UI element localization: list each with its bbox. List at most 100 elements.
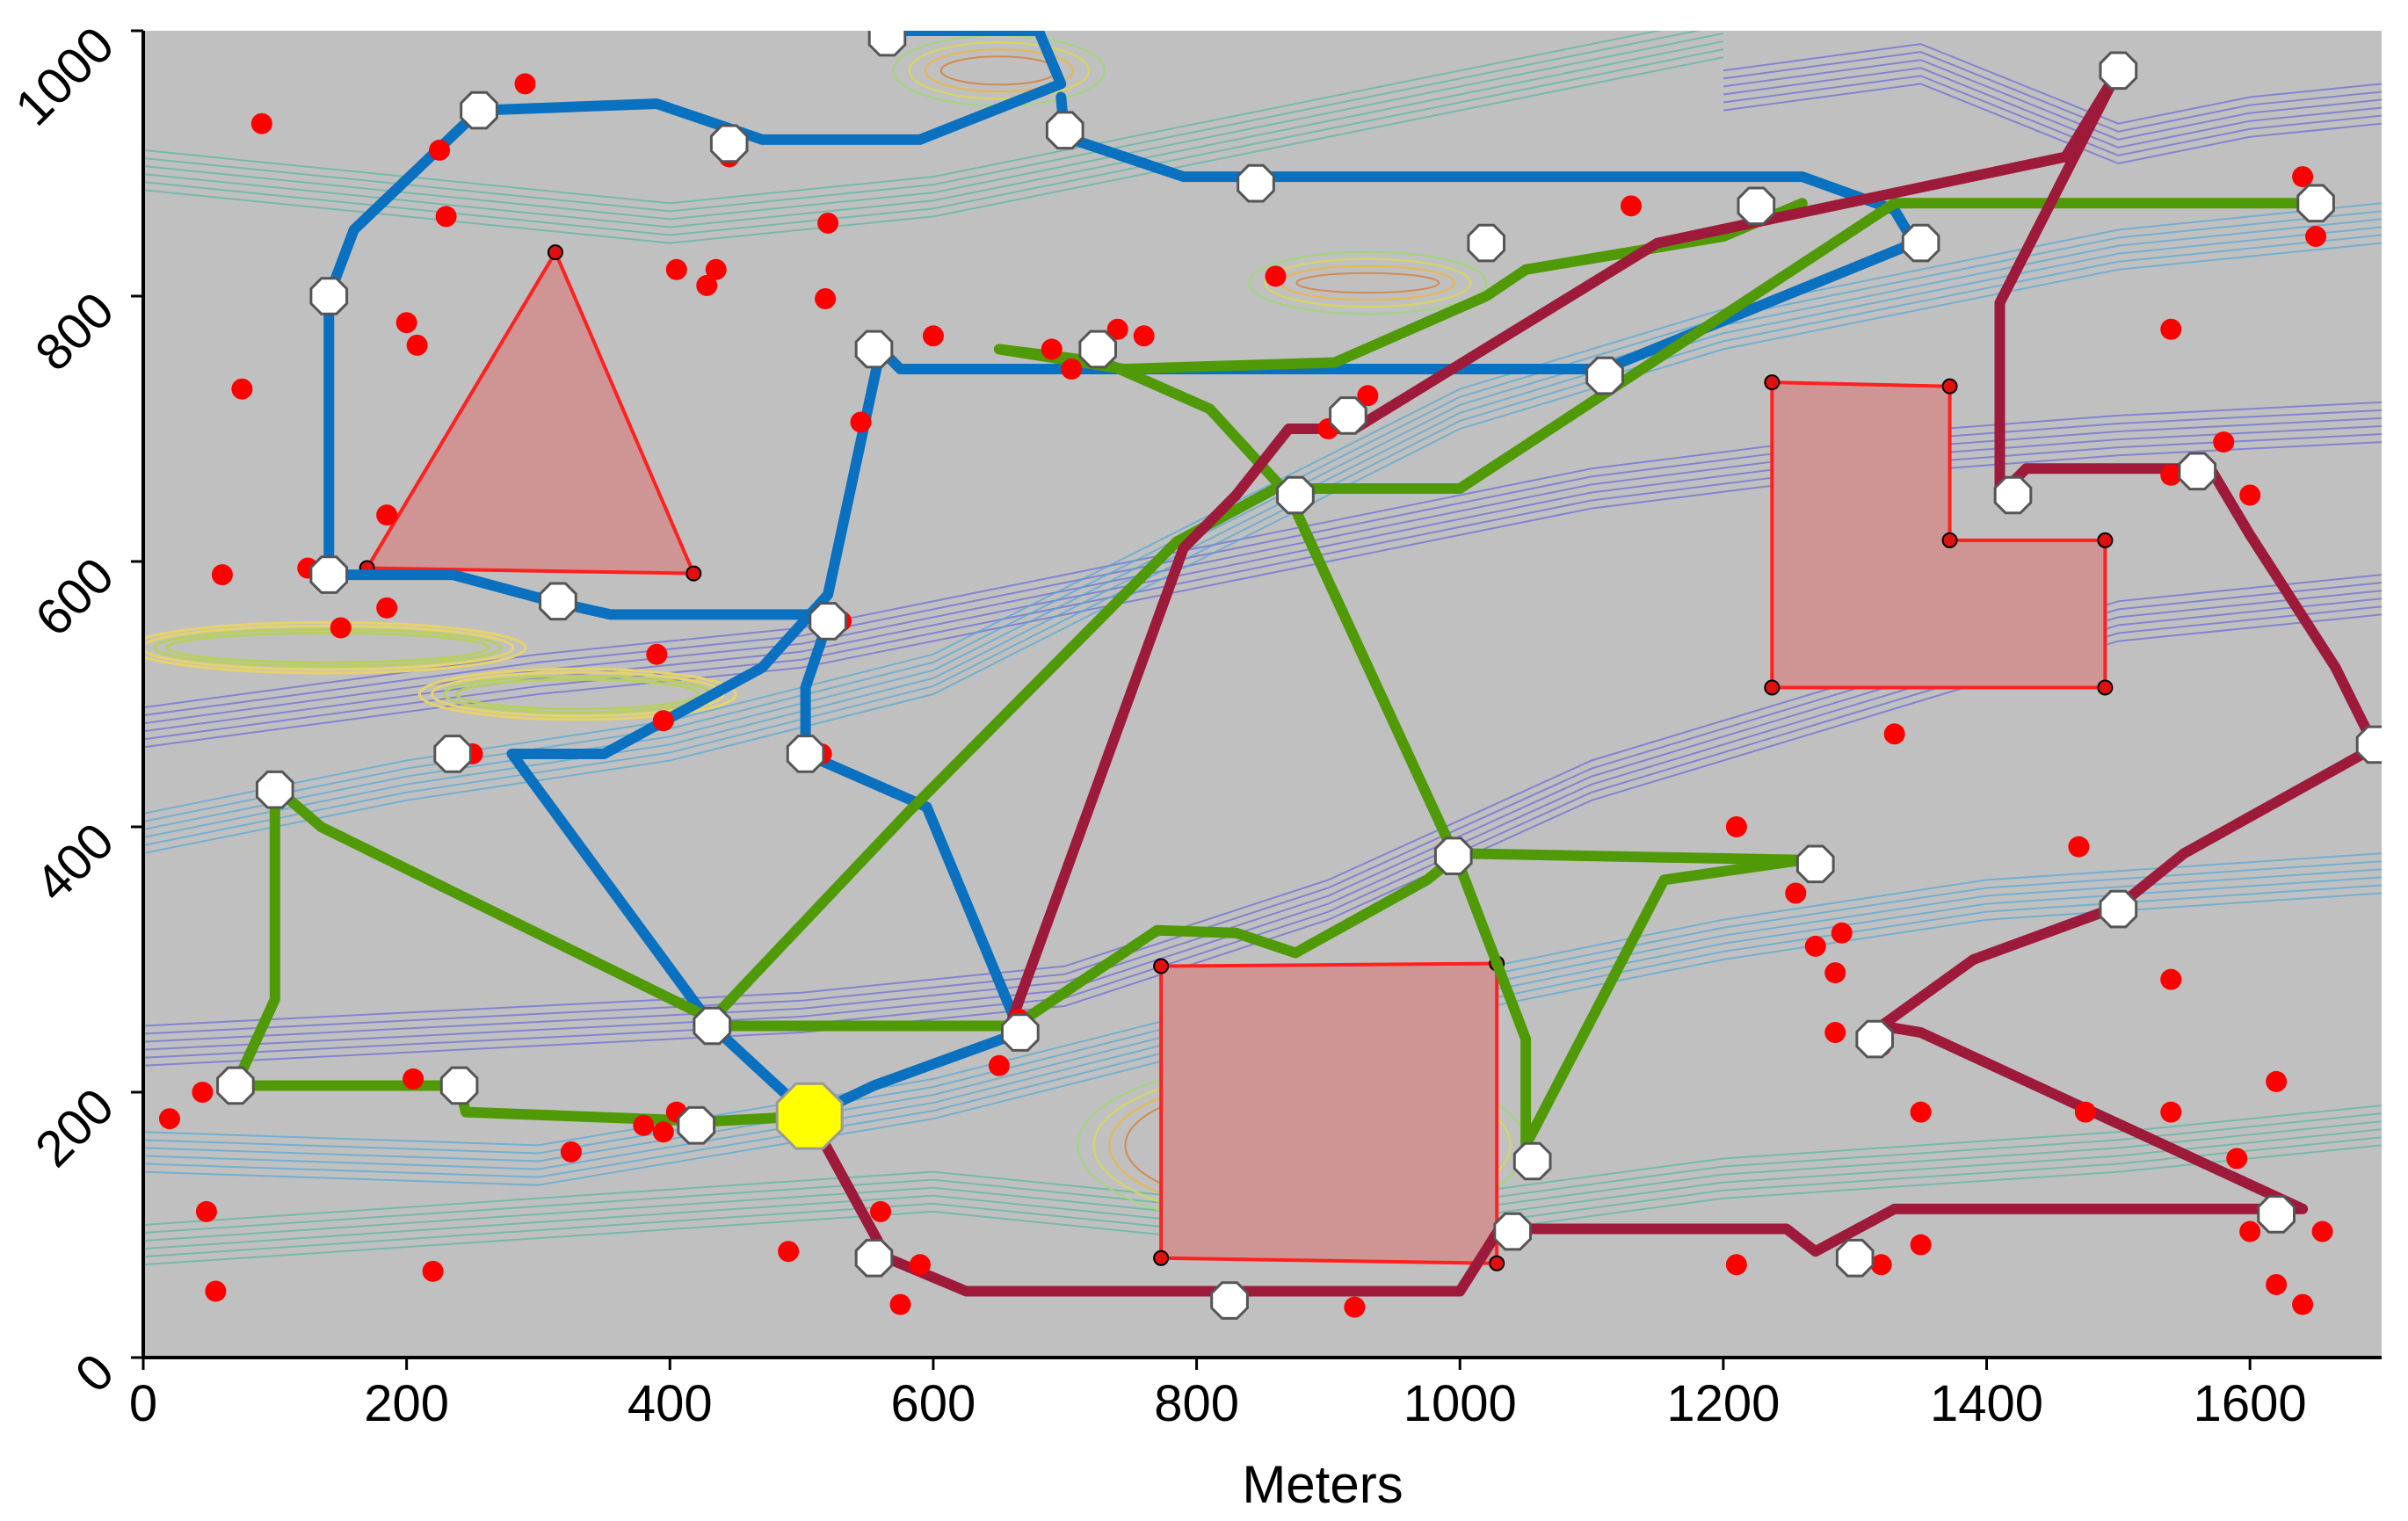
- target-point: [696, 274, 718, 296]
- waypoint-marker: [539, 582, 577, 621]
- contour-line: [143, 33, 1724, 221]
- x-tick-label: 1000: [1403, 1375, 1517, 1432]
- contour-peak: [153, 627, 503, 668]
- target-point: [2239, 1220, 2261, 1242]
- target-point: [406, 334, 428, 356]
- target-point: [2160, 318, 2182, 340]
- contour-peak: [1311, 279, 1425, 287]
- waypoint-marker: [256, 770, 294, 809]
- waypoint-marker: [309, 555, 349, 594]
- waypoint-marker: [1737, 186, 1776, 226]
- target-point: [815, 288, 837, 310]
- contour-line: [1723, 75, 2382, 156]
- waypoint-marker: [2099, 51, 2138, 91]
- target-point: [988, 1054, 1010, 1076]
- obstacle-vertex: [2097, 679, 2114, 696]
- waypoint-marker: [1045, 111, 1084, 150]
- axes: [141, 31, 2382, 1359]
- waypoint-marker: [1901, 223, 1940, 263]
- target-point: [705, 258, 727, 280]
- contour-line: [143, 409, 2382, 717]
- contour-line: [1723, 83, 2382, 165]
- obstacle-vertex: [1153, 958, 1170, 974]
- target-point: [1725, 816, 1747, 837]
- target-point: [429, 139, 451, 161]
- contour-line: [143, 202, 2382, 815]
- waypoint-marker: [786, 735, 825, 773]
- target-point: [2239, 484, 2261, 506]
- target-point: [2292, 166, 2314, 188]
- target-point: [1824, 962, 1846, 984]
- contour-line: [143, 416, 2382, 725]
- target-point: [195, 1200, 217, 1222]
- contour-peak: [143, 620, 527, 675]
- obstacle-vertex: [685, 565, 702, 582]
- waypoint-marker: [854, 1238, 894, 1278]
- target-point: [2266, 1070, 2288, 1092]
- target-point: [652, 710, 674, 732]
- y-tick-label: 200: [25, 1077, 125, 1177]
- waypoint-marker: [309, 277, 349, 315]
- obstacle-layer: [359, 244, 2114, 1271]
- waypoint-marker: [693, 1006, 732, 1046]
- target-point: [1344, 1296, 1366, 1318]
- waypoint-marker: [1078, 330, 1117, 369]
- waypoint-marker: [460, 91, 498, 130]
- contour-line: [143, 242, 2382, 855]
- waypoint-marker: [809, 602, 847, 641]
- waypoint-marker: [1493, 1212, 1532, 1251]
- target-point: [2160, 968, 2182, 990]
- waypoint-marker: [854, 330, 894, 369]
- depot-marker: [775, 1082, 844, 1150]
- target-point: [817, 212, 839, 234]
- waypoint-marker: [1433, 837, 1473, 875]
- x-tick-label: 800: [1154, 1375, 1239, 1432]
- target-point: [211, 564, 233, 586]
- target-point: [646, 643, 668, 665]
- target-point: [1883, 723, 1905, 745]
- contour-peak: [454, 677, 700, 711]
- target-point: [778, 1241, 800, 1263]
- target-point: [2160, 1101, 2182, 1123]
- target-point: [1870, 1254, 1892, 1276]
- obstacle-vertex: [1764, 679, 1781, 696]
- target-point: [1265, 265, 1287, 287]
- waypoint-marker: [867, 31, 907, 57]
- target-point: [1910, 1101, 1932, 1123]
- contour-line: [1723, 59, 2382, 141]
- target-point: [1804, 935, 1826, 957]
- target-point: [2266, 1273, 2288, 1295]
- x-tick-label: 1200: [1666, 1375, 1780, 1432]
- target-point: [158, 1108, 180, 1130]
- obstacle-vertex: [2097, 532, 2114, 548]
- target-point: [909, 1254, 931, 1276]
- waypoint-marker: [1795, 844, 1835, 884]
- waypoint-marker: [1855, 1019, 1894, 1059]
- target-point: [2068, 836, 2090, 858]
- target-point: [376, 504, 398, 526]
- target-point: [1041, 338, 1063, 360]
- y-tick-label: 400: [25, 812, 125, 912]
- contour-line: [143, 48, 1724, 236]
- contour-line: [1723, 67, 2382, 148]
- obstacle-vertex: [1941, 532, 1958, 548]
- contour-line: [143, 441, 2382, 749]
- x-axis-title: Meters: [1242, 1455, 1403, 1514]
- waypoint-marker: [1993, 475, 2033, 515]
- target-point: [1725, 1254, 1747, 1276]
- obstacle-square: [1159, 961, 1499, 1265]
- target-point: [922, 325, 944, 347]
- target-point: [652, 1121, 674, 1143]
- target-point: [889, 1293, 911, 1315]
- contour-peak: [1264, 257, 1472, 308]
- obstacle-vertex: [1764, 374, 1781, 391]
- waypoint-marker: [2178, 452, 2217, 491]
- y-tick-label: 600: [25, 547, 125, 647]
- contour-peak: [955, 62, 1042, 79]
- x-tick-label: 600: [891, 1375, 976, 1432]
- waypoint-marker: [2296, 184, 2335, 223]
- contour-line: [143, 226, 2382, 839]
- target-point: [1061, 359, 1083, 380]
- target-point: [1133, 325, 1155, 347]
- target-point: [1106, 318, 1128, 340]
